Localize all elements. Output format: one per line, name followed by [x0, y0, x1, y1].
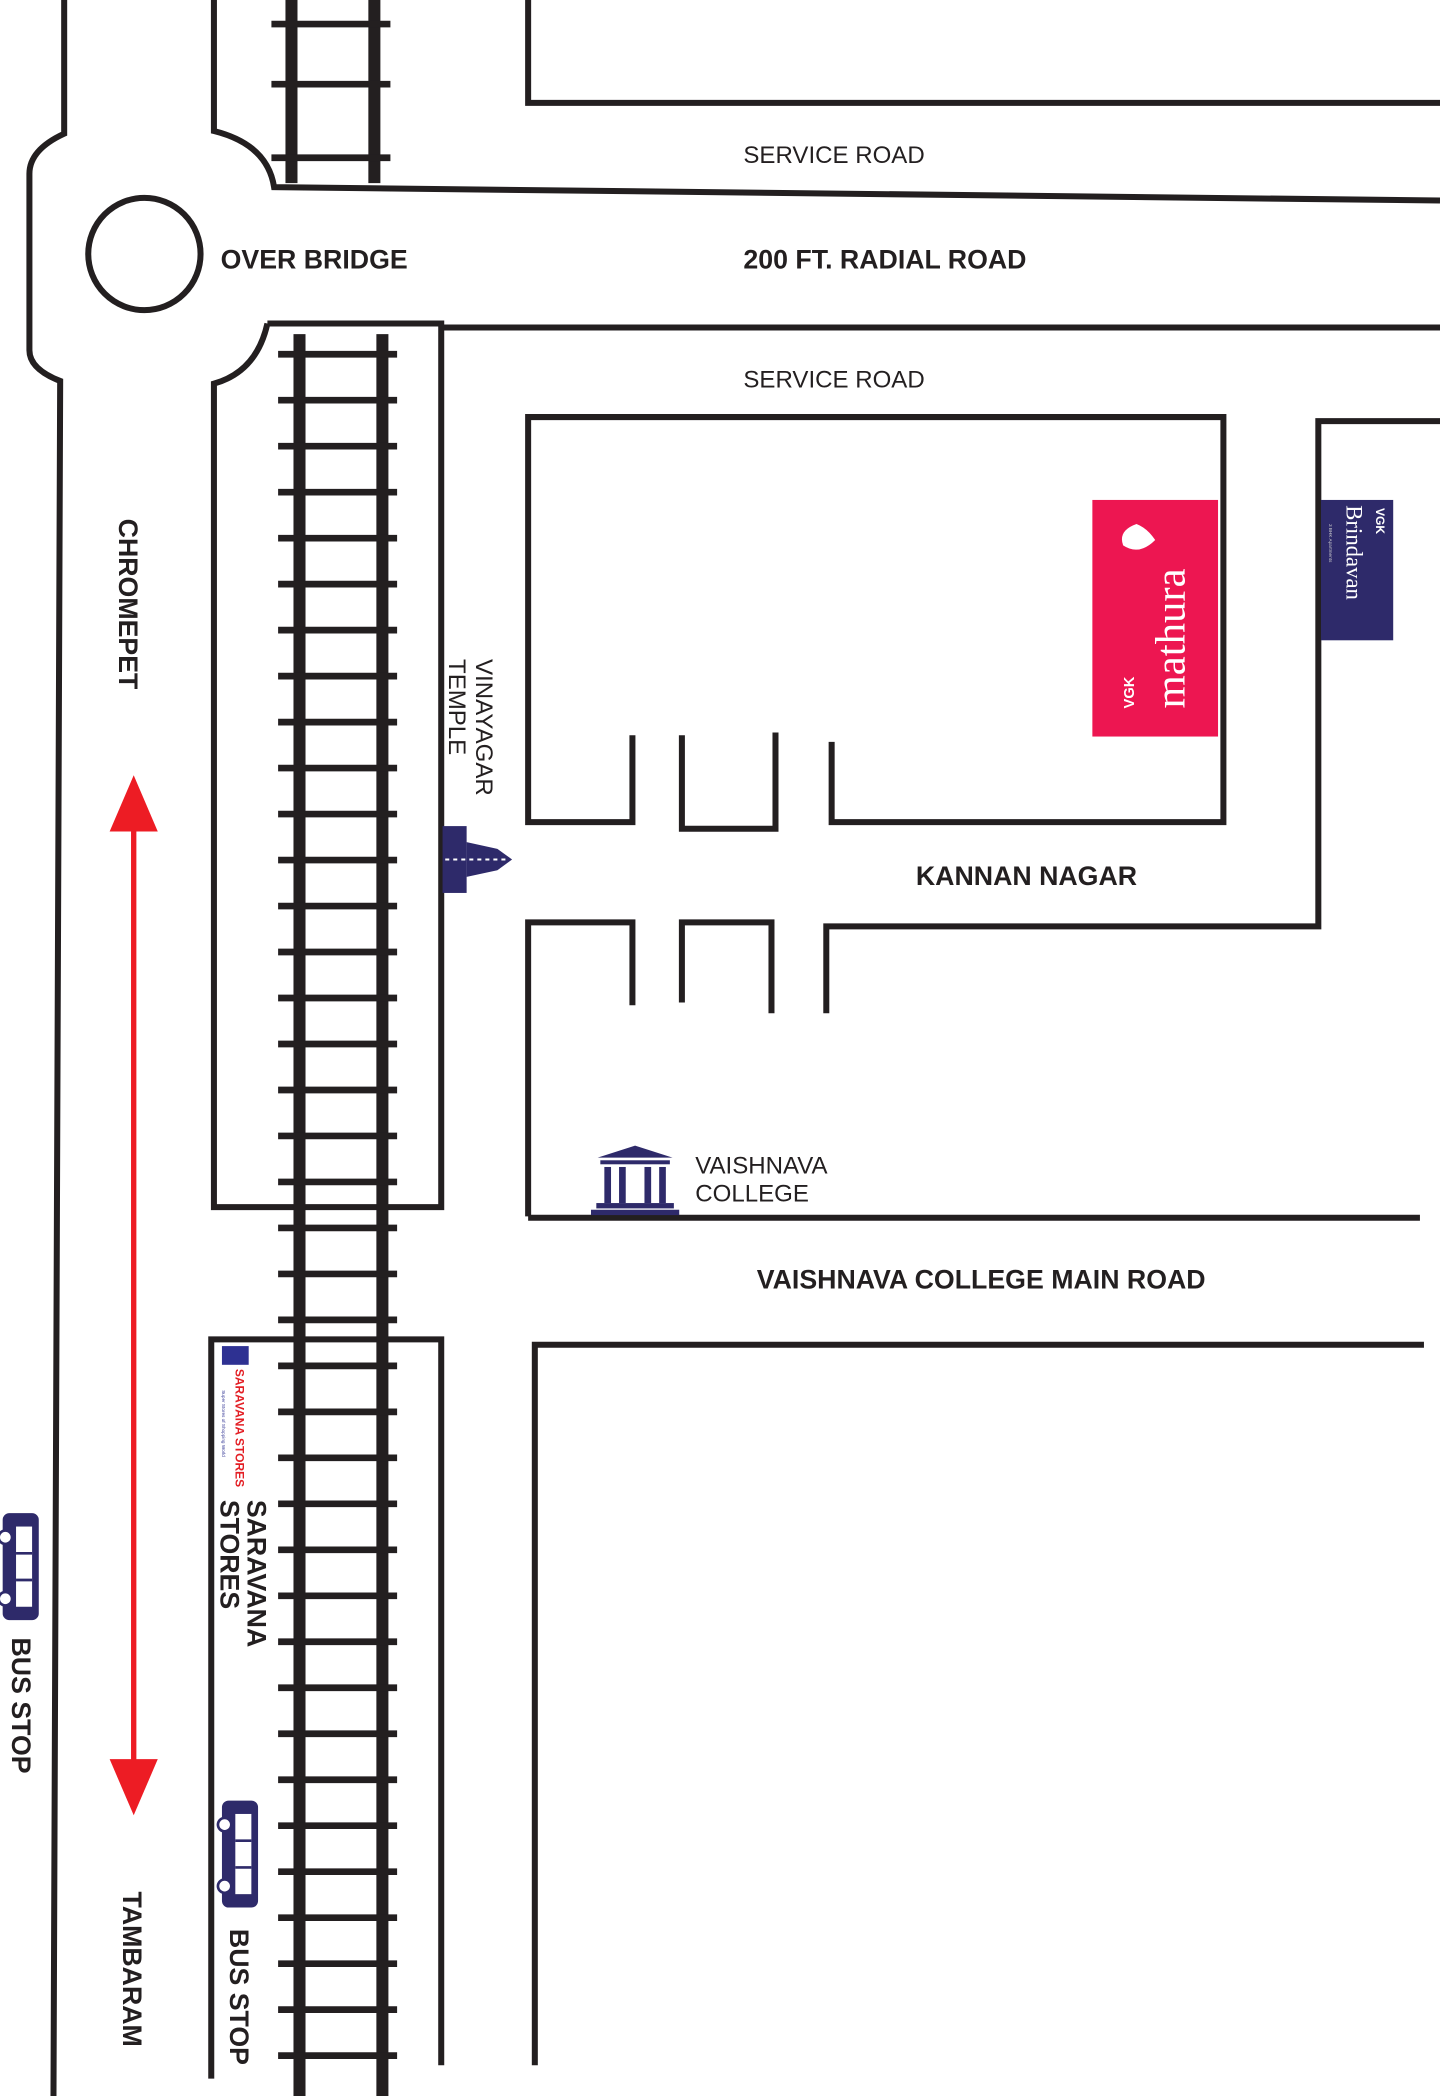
- roundabout: [85, 194, 204, 314]
- saravana-stores-label-2: STORES: [215, 1500, 245, 1609]
- brindavan-tagline: 3 BHK Apartments: [1328, 524, 1333, 563]
- mathura-block-inner: [678, 732, 779, 832]
- brindavan-name: Brindavan: [1341, 505, 1366, 600]
- mathura-brand: VGK: [1122, 676, 1138, 708]
- temple-icon: [442, 826, 513, 893]
- bus-icon: [0, 1513, 39, 1621]
- radial-road-label: 200 FT. RADIAL ROAD: [743, 245, 1026, 275]
- vgk-brindavan-logo[interactable]: VGK Brindavan 3 BHK Apartments: [1321, 499, 1394, 641]
- bus-stop-right-label: BUS STOP: [224, 1929, 254, 2065]
- over-bridge-label: OVER BRIDGE: [221, 245, 408, 275]
- brindavan-brand: VGK: [1373, 508, 1387, 534]
- vaishnava-college-label-2: COLLEGE: [695, 1181, 809, 1208]
- saravana-stores-label: SARAVANA: [241, 1500, 271, 1647]
- chromepet-label: CHROMEPET: [113, 519, 143, 690]
- tambaram-label: TAMBARAM: [117, 1891, 147, 2046]
- bus-stop-left-label: BUS STOP: [6, 1638, 36, 1774]
- saravana-stores-logo[interactable]: SARAVANA STORES Super Stores of Shopping…: [221, 1346, 249, 1487]
- leaf-icon: [1121, 524, 1156, 550]
- college-road-south-edge: [531, 1341, 1424, 2066]
- vaishnava-college-label: VAISHNAVA: [695, 1153, 827, 1180]
- mathura-block: [525, 414, 1227, 826]
- college-block-b: [678, 919, 775, 1014]
- service-road-north-edge: [525, 0, 1440, 106]
- rail-block-south: [208, 1336, 445, 2079]
- college-block-a: [525, 919, 636, 1217]
- vinayagar-temple-label: VINAYAGAR: [470, 659, 497, 796]
- college-icon: [590, 1145, 680, 1216]
- direction-arrow: [109, 775, 158, 1816]
- saravana-logo-name: SARAVANA STORES: [232, 1369, 246, 1487]
- left-road-edge: [26, 0, 68, 2096]
- roads: [26, 0, 1440, 2096]
- vaishnava-main-road-label: VAISHNAVA COLLEGE MAIN ROAD: [757, 1265, 1206, 1295]
- bus-icon: [216, 1800, 259, 1908]
- vinayagar-temple-label-2: TEMPLE: [443, 659, 470, 755]
- railway-track: [271, 0, 398, 2096]
- brindavan-block: [823, 418, 1440, 1014]
- radial-road-north-edge: [210, 0, 1440, 204]
- service-road-bottom-label: SERVICE ROAD: [743, 367, 924, 394]
- service-road-top-label: SERVICE ROAD: [743, 142, 924, 169]
- kannan-nagar-label: KANNAN NAGAR: [916, 861, 1137, 891]
- saravana-logo-tagline: Super Stores of Shopping World: [221, 1390, 226, 1457]
- rail-block-north: [210, 320, 445, 1211]
- vgk-mathura-logo[interactable]: mathura VGK: [1092, 499, 1219, 737]
- mathura-name: mathura: [1148, 568, 1195, 708]
